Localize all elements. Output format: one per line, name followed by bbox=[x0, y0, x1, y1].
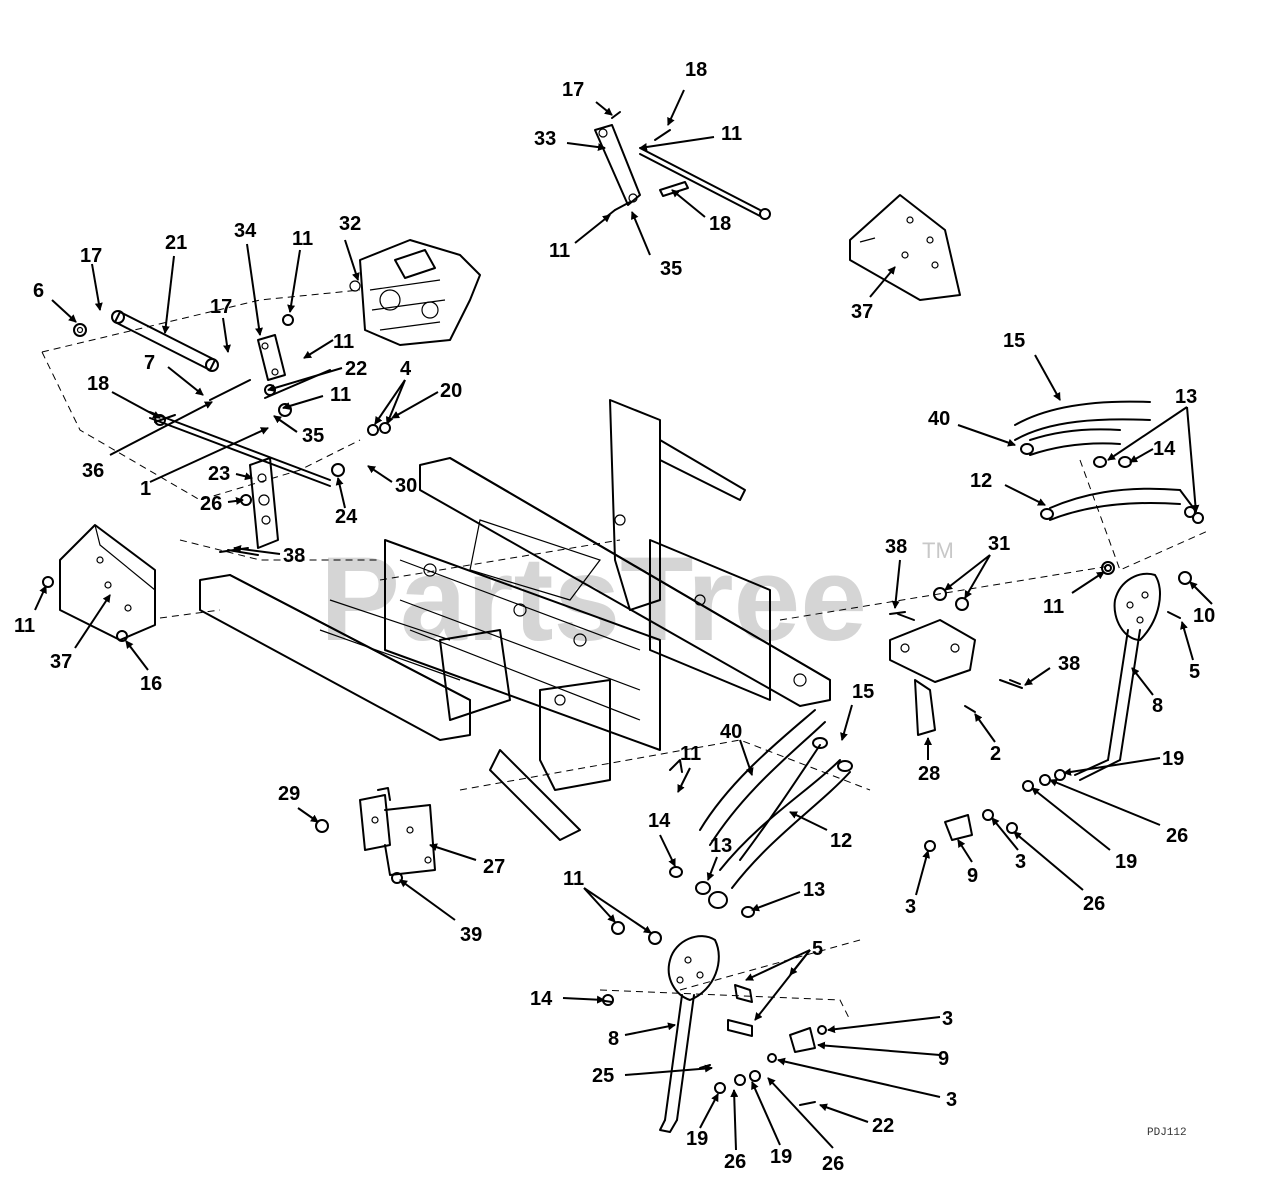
callout-40: 40 bbox=[720, 721, 742, 743]
callout-2: 2 bbox=[990, 743, 1001, 765]
leader-lines bbox=[34, 89, 1213, 1151]
callout-5: 5 bbox=[1189, 661, 1200, 683]
right-lever-assembly bbox=[924, 561, 1192, 852]
callout-8: 8 bbox=[608, 1028, 619, 1050]
callout-23: 23 bbox=[208, 463, 230, 485]
callout-36: 36 bbox=[82, 460, 104, 482]
callout-3: 3 bbox=[1015, 851, 1026, 873]
callout-30: 30 bbox=[395, 475, 417, 497]
hoses-center bbox=[669, 709, 853, 918]
callout-11: 11 bbox=[563, 868, 584, 890]
callout-11: 11 bbox=[330, 384, 351, 406]
callout-14: 14 bbox=[648, 810, 671, 832]
callout-32: 32 bbox=[339, 213, 361, 235]
callout-20: 20 bbox=[440, 380, 462, 402]
callout-15: 15 bbox=[852, 681, 874, 703]
callout-18: 18 bbox=[709, 213, 731, 235]
callout-18: 18 bbox=[685, 59, 707, 81]
callout-5: 5 bbox=[812, 938, 823, 960]
engine-assembly bbox=[349, 239, 481, 346]
callout-6: 6 bbox=[33, 280, 44, 302]
callout-10: 10 bbox=[1193, 605, 1215, 627]
callout-28: 28 bbox=[918, 763, 940, 785]
callout-34: 34 bbox=[234, 220, 257, 242]
callout-27: 27 bbox=[483, 856, 505, 878]
lower-lever-assembly bbox=[602, 921, 827, 1133]
callout-9: 9 bbox=[938, 1048, 949, 1070]
callout-15: 15 bbox=[1003, 330, 1025, 352]
callout-12: 12 bbox=[970, 470, 992, 492]
callout-14: 14 bbox=[530, 988, 553, 1010]
callout-22: 22 bbox=[872, 1115, 894, 1137]
bracket-28 bbox=[889, 587, 1021, 736]
callout-19: 19 bbox=[770, 1146, 792, 1168]
callout-1: 1 bbox=[140, 478, 151, 500]
callout-38: 38 bbox=[885, 536, 907, 558]
callout-24: 24 bbox=[335, 506, 358, 528]
misc-fasteners bbox=[154, 414, 1112, 1003]
bracket-27 bbox=[315, 787, 436, 884]
callout-37: 37 bbox=[851, 301, 873, 323]
callout-11: 11 bbox=[333, 331, 354, 353]
callout-35: 35 bbox=[660, 258, 682, 280]
callout-26: 26 bbox=[1166, 825, 1188, 847]
watermark: PartsTree bbox=[320, 532, 867, 666]
callout-17: 17 bbox=[562, 79, 584, 101]
callout-14: 14 bbox=[1153, 438, 1176, 460]
callout-18: 18 bbox=[87, 373, 109, 395]
callout-38: 38 bbox=[1058, 653, 1080, 675]
callout-11: 11 bbox=[14, 615, 35, 637]
callout-29: 29 bbox=[278, 783, 300, 805]
callout-19: 19 bbox=[1162, 748, 1184, 770]
callout-39: 39 bbox=[460, 924, 482, 946]
callout-38: 38 bbox=[283, 545, 305, 567]
callout-19: 19 bbox=[686, 1128, 708, 1150]
callout-16: 16 bbox=[140, 673, 162, 695]
callout-26: 26 bbox=[200, 493, 222, 515]
left-plates bbox=[42, 457, 279, 642]
callout-12: 12 bbox=[830, 830, 852, 852]
callout-3: 3 bbox=[946, 1089, 957, 1111]
upper-left-linkage bbox=[73, 310, 391, 487]
callout-21: 21 bbox=[165, 232, 187, 254]
callout-37: 37 bbox=[50, 651, 72, 673]
callout-40: 40 bbox=[928, 408, 950, 430]
callout-17: 17 bbox=[210, 296, 232, 318]
callout-26: 26 bbox=[724, 1151, 746, 1173]
callout-26: 26 bbox=[822, 1153, 844, 1175]
callout-8: 8 bbox=[1152, 695, 1163, 717]
callout-11: 11 bbox=[292, 228, 313, 250]
callout-22: 22 bbox=[345, 358, 367, 380]
callout-35: 35 bbox=[302, 425, 324, 447]
callout-11: 11 bbox=[1043, 596, 1064, 618]
callout-7: 7 bbox=[144, 352, 155, 374]
callout-11: 11 bbox=[721, 123, 742, 145]
linkage-33 bbox=[594, 111, 771, 220]
callout-26: 26 bbox=[1083, 893, 1105, 915]
callout-13: 13 bbox=[1175, 386, 1197, 408]
callout-labels: 17 18 11 33 18 11 35 37 6 17 21 17 34 11… bbox=[14, 59, 1215, 1175]
callout-33: 33 bbox=[534, 128, 556, 150]
callout-3: 3 bbox=[905, 896, 916, 918]
watermark-tm: TM bbox=[922, 538, 954, 563]
callout-13: 13 bbox=[710, 835, 732, 857]
diagram-code: PDJ112 bbox=[1147, 1127, 1187, 1139]
right-plate-37 bbox=[849, 194, 961, 301]
callout-4: 4 bbox=[400, 358, 412, 380]
callout-19: 19 bbox=[1115, 851, 1137, 873]
callout-3: 3 bbox=[942, 1008, 953, 1030]
callout-31: 31 bbox=[988, 533, 1010, 555]
main-frame bbox=[199, 399, 831, 841]
callout-25: 25 bbox=[592, 1065, 614, 1087]
callout-13: 13 bbox=[803, 879, 825, 901]
callout-11: 11 bbox=[680, 743, 701, 765]
callout-11: 11 bbox=[549, 240, 570, 262]
callout-17: 17 bbox=[80, 245, 102, 267]
callout-9: 9 bbox=[967, 865, 978, 887]
